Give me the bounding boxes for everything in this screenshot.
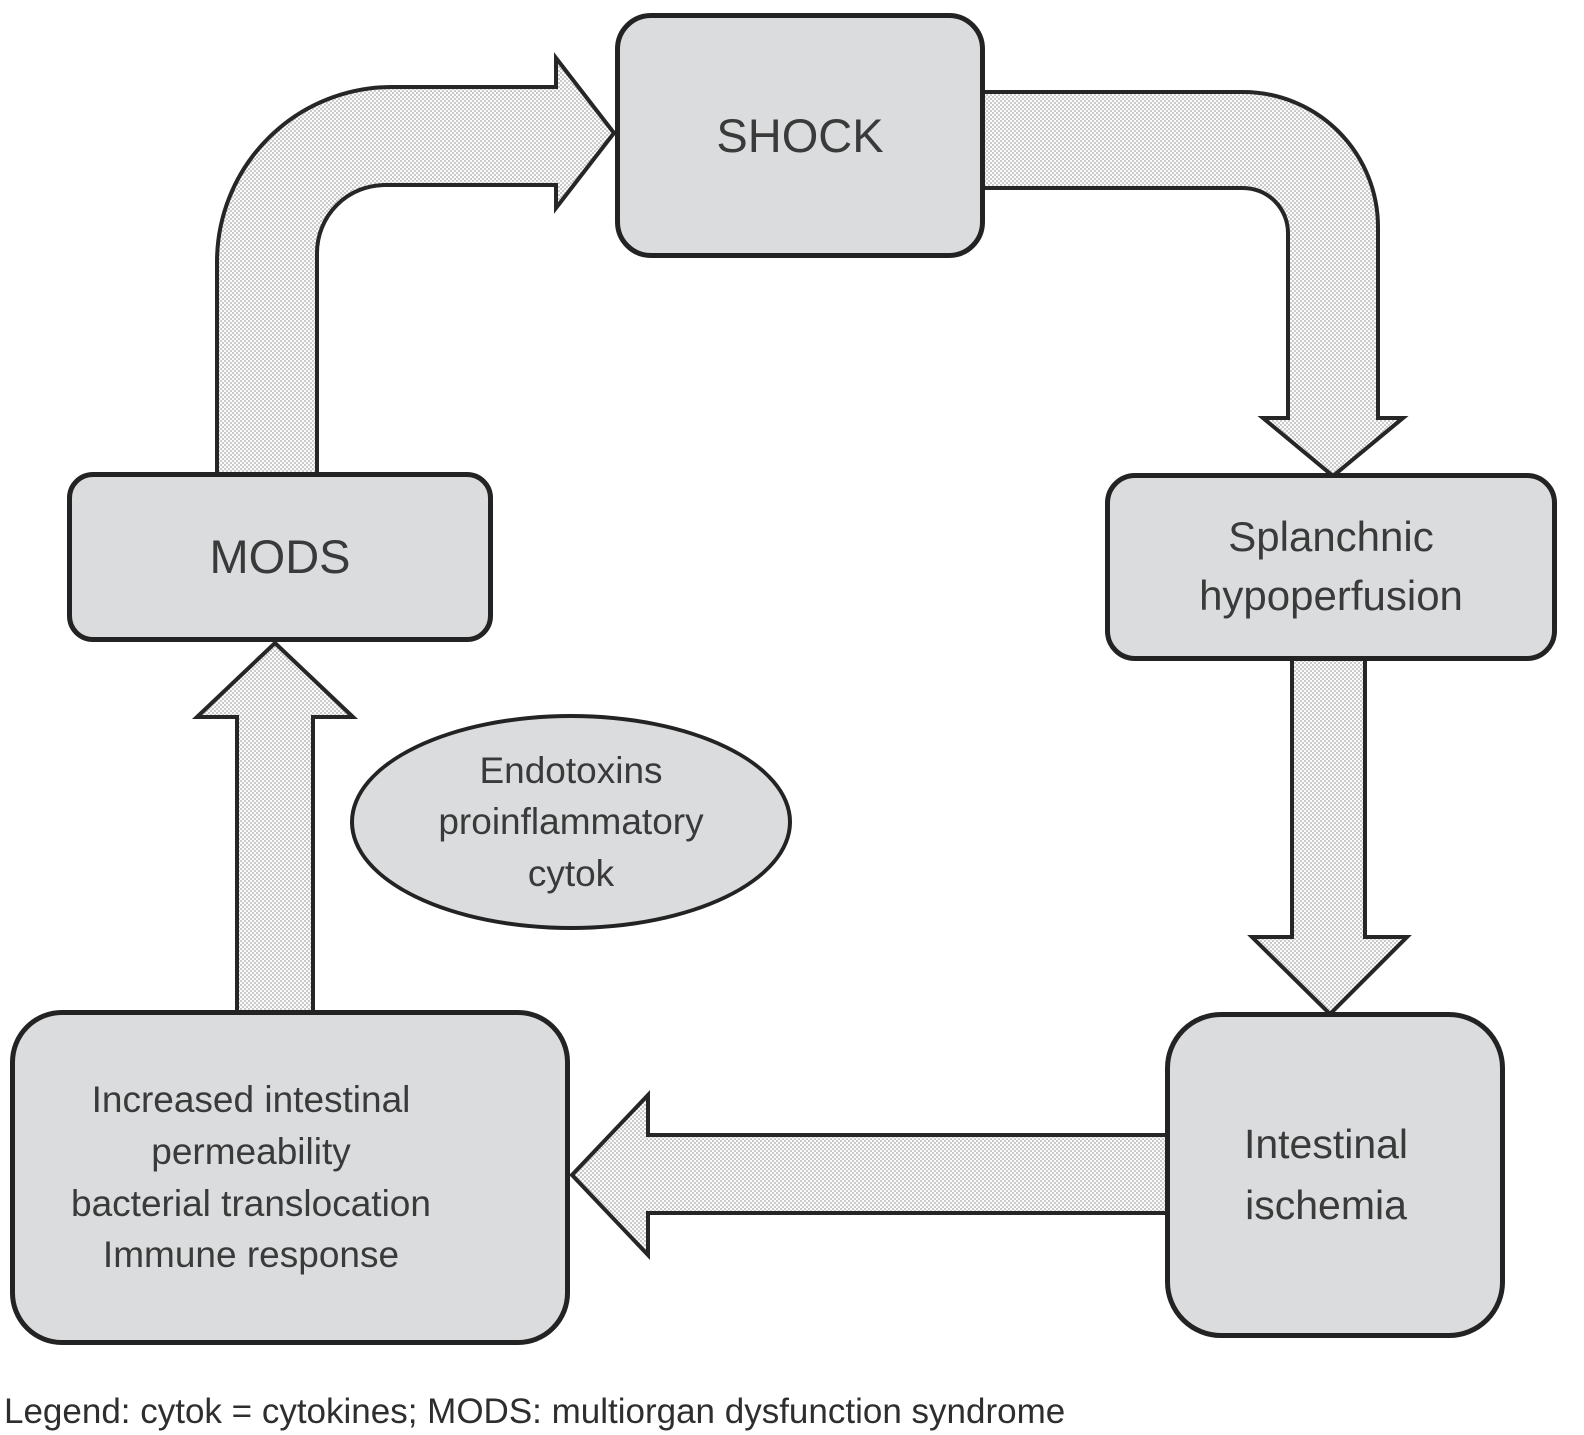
node-splanchnic-line2: hypoperfusion bbox=[1199, 572, 1463, 619]
node-permeability-line1: Increased intestinal bbox=[91, 1078, 411, 1120]
node-endotoxins-ellipse: Endotoxins proinflammatory cytok bbox=[350, 714, 792, 930]
arrow-splanchnic-to-ischemia bbox=[1247, 656, 1412, 1017]
node-endotoxins-line2: proinflammatory bbox=[438, 801, 704, 843]
node-intestinal-ischemia: Intestinal ischemia bbox=[1165, 1012, 1505, 1338]
node-endotoxins-line1: Endotoxins bbox=[479, 750, 663, 792]
node-splanchnic-hypoperfusion: Splanchnic hypoperfusion bbox=[1105, 473, 1557, 661]
arrow-permeability-to-mods bbox=[191, 640, 359, 1016]
arrow-ischemia-to-permeability bbox=[569, 1089, 1169, 1261]
arrow-shock-to-splanchnic bbox=[979, 90, 1409, 479]
node-mods-label: MODS bbox=[209, 530, 351, 584]
node-increased-permeability: Increased intestinal permeability bacter… bbox=[10, 1010, 570, 1345]
node-permeability-line4: Immune response bbox=[102, 1234, 400, 1276]
node-ischemia-line2: ischemia bbox=[1245, 1182, 1407, 1228]
node-splanchnic-line1: Splanchnic bbox=[1228, 513, 1434, 561]
node-permeability-line3: bacterial translocation bbox=[71, 1182, 431, 1224]
node-shock-label: SHOCK bbox=[716, 108, 884, 162]
node-ischemia-line1: Intestinal bbox=[1243, 1120, 1409, 1167]
node-shock: SHOCK bbox=[615, 13, 985, 258]
arrow-mods-to-shock bbox=[215, 52, 617, 476]
node-mods: MODS bbox=[67, 472, 493, 642]
node-permeability-line2: permeability bbox=[151, 1130, 351, 1172]
node-endotoxins-line3: cytok bbox=[527, 852, 615, 894]
legend-text: Legend: cytok = cytokines; MODS: multior… bbox=[4, 1392, 1066, 1431]
